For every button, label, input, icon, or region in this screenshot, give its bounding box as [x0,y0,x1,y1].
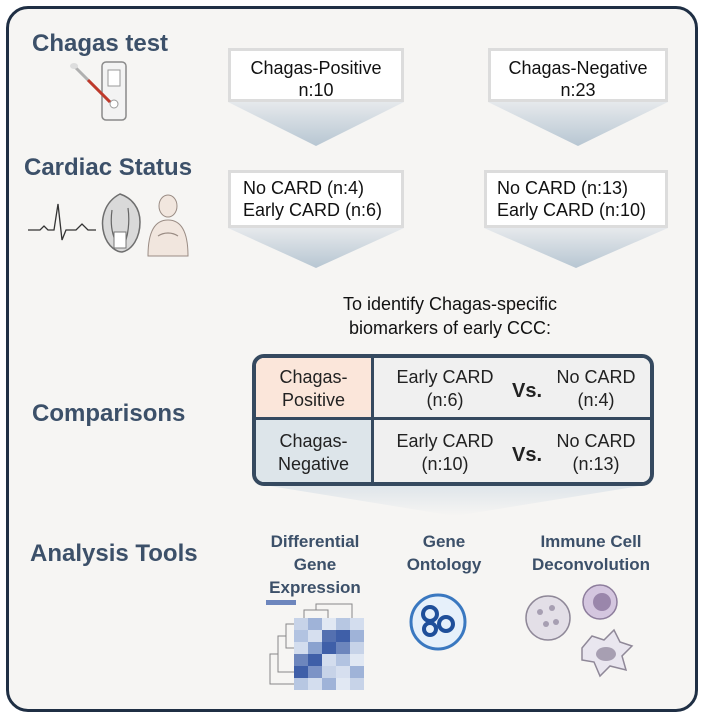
intro-line-1: To identify Chagas-specific [342,294,558,314]
tool-icd-line1: Immune Cell [540,532,642,551]
row-negative-early: Early CARD (n:10) [380,430,510,476]
positive-cardiac-box: No CARD (n:4) Early CARD (n:6) [228,170,404,228]
row-positive-no: No CARD (n:4) [546,366,646,412]
tool-go-line1: Gene [422,532,466,551]
test-swab-icon [70,61,127,121]
positive-no-card: No CARD (n:4) [243,178,365,198]
row-negative-group-line1: Chagas- [279,431,348,451]
intro-text: To identify Chagas-specific biomarkers o… [300,292,600,340]
row-positive-early-line2: (n:6) [426,390,464,410]
row-positive-vs: Vs. [512,380,543,402]
row-negative-group-line2: Negative [277,454,350,474]
row-positive-early: Early CARD (n:6) [380,366,510,412]
row-positive-group-line2: Positive [281,390,346,410]
arrow-negative-cardiac-down [484,228,668,268]
tool-dge-line3: Expression [269,578,361,597]
row-positive-group: Chagas- Positive [256,358,374,420]
chagas-negative-box: Chagas-Negative n:23 [488,48,668,102]
comparison-table: Chagas- Positive Early CARD (n:6) Vs. No… [252,354,654,486]
row-positive-no-line1: No CARD [556,367,636,387]
chagas-negative-count: n:23 [560,80,596,100]
row-negative-no-line1: No CARD [556,431,636,451]
gene-ontology-logo-icon [409,593,467,651]
arrow-to-analysis [270,486,640,516]
heatmap-icon [266,600,364,690]
positive-early-card: Early CARD (n:6) [243,200,383,220]
patient-icon [147,194,189,257]
heading-analysis-tools: Analysis Tools [30,540,198,567]
row-negative-no: No CARD (n:13) [546,430,646,476]
negative-cardiac-box: No CARD (n:13) Early CARD (n:10) [484,170,668,228]
tool-dge-label: Differential Gene Expression [250,530,380,599]
row-negative-vs: Vs. [512,444,543,466]
heart-icon [101,193,141,253]
negative-no-card: No CARD (n:13) [497,178,629,198]
tool-icd-line2: Deconvolution [531,555,651,574]
row-negative-no-line2: (n:13) [572,454,620,474]
heading-comparisons: Comparisons [32,400,186,427]
row-negative-comparison [374,420,650,482]
arrow-negative-to-cardiac [488,102,668,146]
tool-dge-line1: Differential [270,532,360,551]
row-negative-early-line1: Early CARD [396,431,494,451]
ecg-trace-icon [28,203,96,241]
negative-early-card: Early CARD (n:10) [497,200,647,220]
chagas-negative-label: Chagas-Negative [508,58,648,78]
immune-cells-icon [525,584,634,678]
heading-cardiac-status: Cardiac Status [24,154,193,181]
tool-go-label: Gene Ontology [384,530,504,576]
intro-line-2: biomarkers of early CCC: [348,318,552,338]
row-positive-early-line1: Early CARD [396,367,494,387]
chagas-positive-label: Chagas-Positive [250,58,382,78]
row-positive-no-line2: (n:4) [577,390,615,410]
arrow-positive-to-cardiac [228,102,404,146]
arrow-positive-cardiac-down [228,228,404,268]
row-positive-group-line1: Chagas- [279,367,348,387]
tool-go-line2: Ontology [406,555,482,574]
heading-chagas-test: Chagas test [32,30,169,57]
row-positive-comparison [374,358,650,420]
row-negative-group: Chagas- Negative [256,420,374,482]
tool-icd-label: Immune Cell Deconvolution [506,530,676,576]
chagas-positive-count: n:10 [298,80,334,100]
chagas-positive-box: Chagas-Positive n:10 [228,48,404,102]
row-negative-early-line2: (n:10) [421,454,469,474]
tool-dge-line2: Gene [293,555,337,574]
